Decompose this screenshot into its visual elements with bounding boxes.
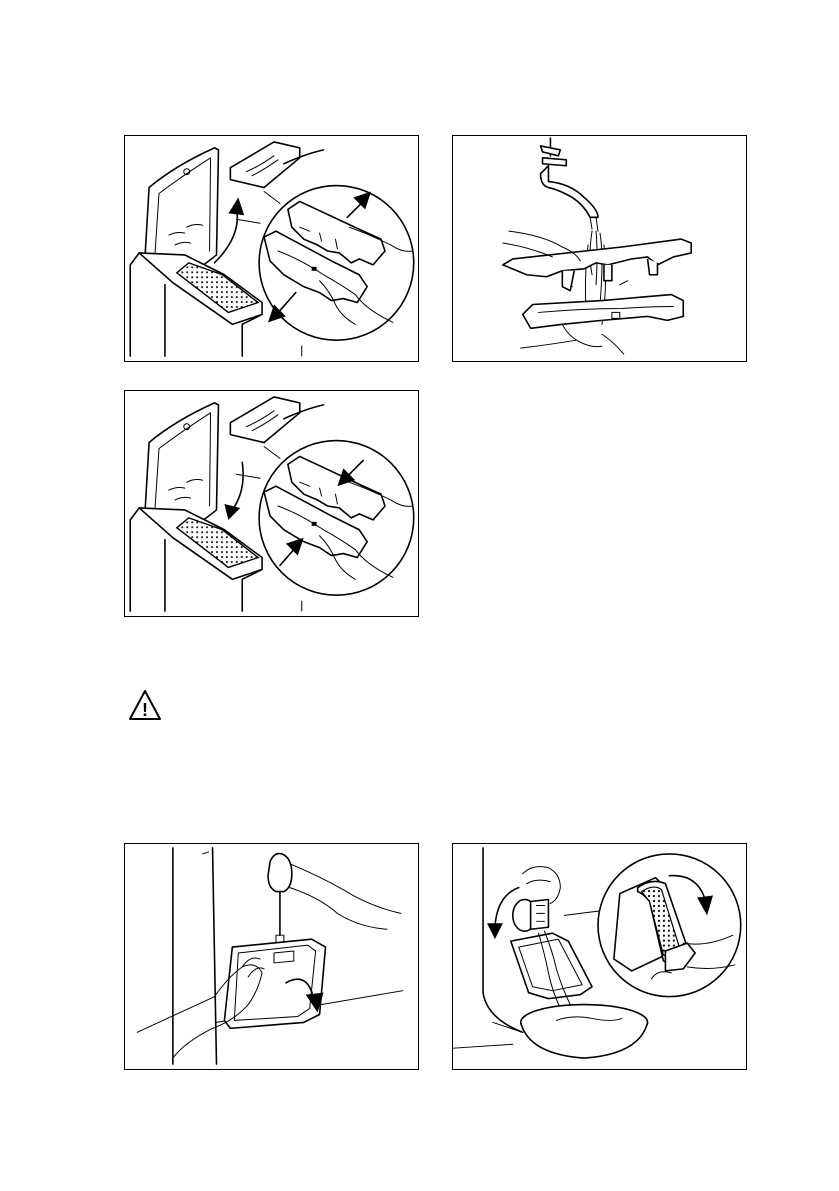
pump-flap-open-drawing [125, 844, 418, 1069]
pump-flap-open-illustration [124, 843, 419, 1070]
filter-rinse-drawing [453, 136, 746, 361]
filter-refit-illustration [124, 390, 419, 617]
filter-refit-drawing [125, 391, 418, 616]
filter-rinse-illustration [452, 135, 747, 362]
warning-symbol: ! [142, 700, 148, 720]
warning-triangle-icon: ! [127, 688, 163, 722]
drain-filter-removal-drawing [453, 844, 746, 1069]
filter-removal-illustration [124, 135, 419, 362]
drain-filter-removal-illustration [452, 843, 747, 1070]
filter-removal-drawing [125, 136, 418, 361]
